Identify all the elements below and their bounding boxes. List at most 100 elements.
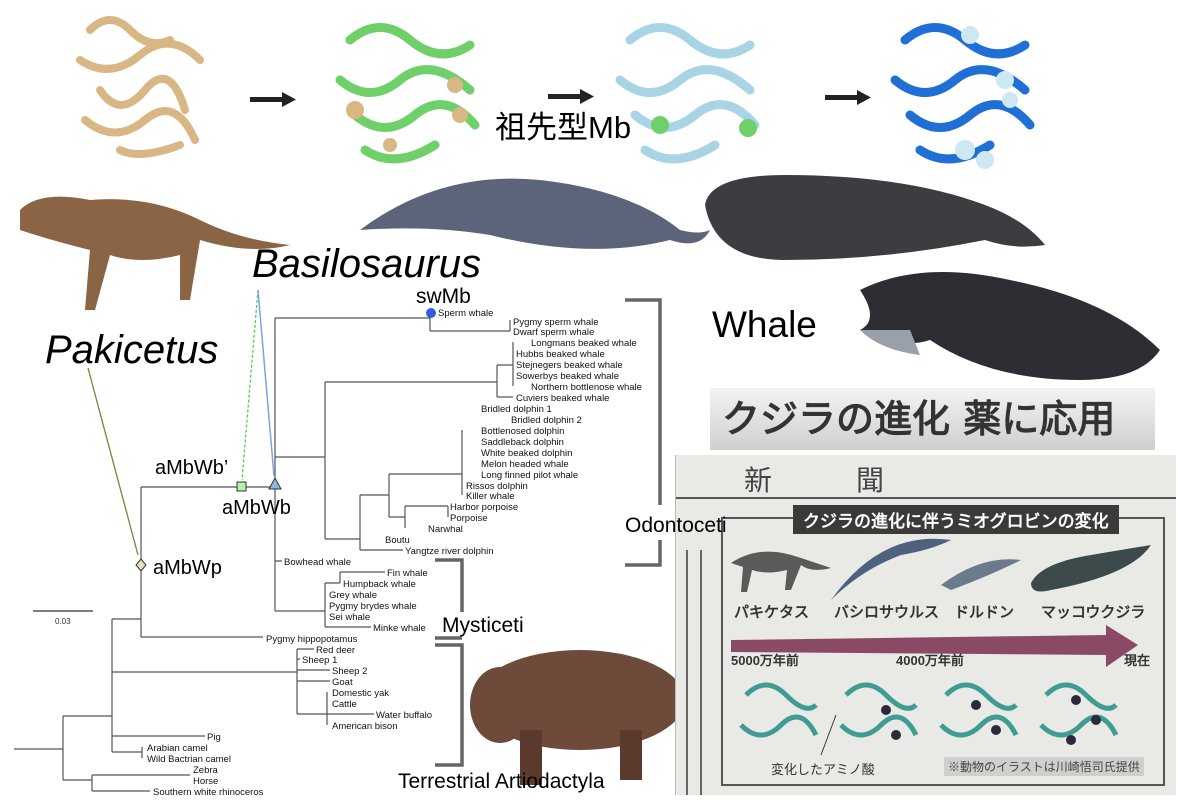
newspaper-clipping: 新 聞 クジラの進化に伴うミオグロビンの変化 パキケタス バシロサウルス ドルド… [675,455,1176,795]
masthead: 新 聞 [676,455,1176,499]
pakicetus-small-icon [731,551,831,592]
ambwb-prime-node-icon [236,481,247,492]
ancestor-arrows [87,289,275,556]
leaf-label: Bottlenosed dolphin [481,426,564,437]
sperm-whale-illustration [705,175,1045,260]
humpback-whale-illustration [860,272,1160,380]
leaf-label: Goat [332,677,353,688]
ambwb-label: aMbWb [222,497,291,519]
amino-acid-label: 変化したアミノ酸 [771,762,875,777]
tree-leaf-labels: Sperm whale Pygmy sperm whale Dwarf sper… [147,308,642,798]
animal-label: マッコウクジラ [1041,604,1146,621]
animal-label: パキケタス [734,604,810,621]
column-rule [686,550,702,795]
hippopotamus-illustration [470,650,685,785]
leaf-label: Porpoise [450,513,488,524]
protein-structure-tan [76,16,204,158]
odontoceti-label: Odontoceti [625,514,727,537]
leaf-label: Zebra [193,765,219,776]
leaf-label: Rissos dolphin [466,481,528,492]
leaf-label: Grey whale [329,590,377,601]
leaf-label: Arabian camel [147,743,208,754]
animal-label: ドルドン [954,604,1015,621]
leaf-label: Stejnegers beaked whale [516,360,623,371]
whale-label: Whale [712,304,817,345]
ambwb-prime-label: aMbWb’ [155,457,229,479]
dorudon-small-icon [941,559,1021,590]
leaf-label: Sowerbys beaked whale [516,371,619,382]
pakicetus-illustration [20,196,290,310]
leaf-label: Red deer [316,645,355,656]
leaf-label: Horse [193,776,218,787]
leaf-label: Humpback whale [343,579,416,590]
leaf-label: Cuviers beaked whale [516,393,609,404]
basilosaurus-illustration [360,178,710,249]
basilosaurus-small-icon [831,538,951,600]
leaf-label: Harbor porpoise [450,502,518,513]
leaf-label: Minke whale [373,623,426,634]
leaf-label: Northern bottlenose whale [531,382,642,393]
leaf-label: Wild Bactrian camel [147,754,231,765]
leaf-label: White beaked dolphin [481,448,572,459]
leaf-label: Hubbs beaked whale [516,349,605,360]
leaf-label: Killer whale [466,491,515,502]
ambwp-label: aMbWp [153,557,222,579]
leaf-label: Cattle [332,699,357,710]
leaf-label: Pig [207,732,221,743]
protein-structure-green [335,23,480,164]
arrow-icon [250,89,871,107]
protein-structure-lightblue [615,23,760,164]
phylogenetic-tree [14,310,514,792]
leaf-label: Pygmy brydes whale [329,601,417,612]
leaf-label: Long finned pilot whale [481,470,578,481]
leaf-label: Bowhead whale [284,557,351,568]
leaf-label: American bison [332,721,397,732]
leaf-label: Domestic yak [332,688,389,699]
terrestrial-artiodactyla-label: Terrestrial Artiodactyla [398,770,605,793]
time-mid-label: 4000万年前 [896,653,964,668]
swmb-label: swMb [416,285,471,308]
clade-brackets [435,298,662,767]
leaf-label: Bridled dolphin 2 [511,415,582,426]
swmb-node-icon [426,308,436,318]
masthead-char: 新 [744,464,773,497]
basilosaurus-label: Basilosaurus [252,242,482,286]
ambwb-node-icon [268,476,282,490]
leaf-label: Longmans beaked whale [531,338,637,349]
time-start-label: 5000万年前 [731,653,799,668]
leaf-label: Pygmy sperm whale [513,317,599,328]
leaf-label: Water buffalo [376,710,432,721]
time-arrow-icon [731,625,1138,667]
leaf-label: Sheep 1 [302,655,337,666]
leaf-label: Dwarf sperm whale [513,327,594,338]
leaf-label: Boutu [385,535,410,546]
leaf-label: Saddleback dolphin [481,437,564,448]
pakicetus-label: Pakicetus [45,328,219,372]
headline-text: クジラの進化 薬に応用 [722,397,1116,441]
figure-title: クジラの進化に伴うミオグロビンの変化 [793,505,1119,534]
leaf-label: Sheep 2 [332,666,367,677]
masthead-char: 聞 [856,464,885,497]
leaf-label: Southern white rhinoceros [153,787,264,798]
credit-label: ※動物のイラストは川崎悟司氏提供 [944,757,1144,776]
ancestral-mb-label: 祖先型Mb [495,110,632,145]
scale-label: 0.03 [55,617,71,626]
myoglobin-structures-icon [739,682,1119,738]
leaf-label: Sei whale [329,612,370,623]
leaf-label: Yangtze river dolphin [405,546,494,557]
figure-illustrations [731,538,1151,756]
leaf-label: Fin whale [387,568,428,579]
animal-label: バシロサウルス [834,604,940,621]
time-end-label: 現在 [1124,653,1151,668]
leaf-label: Pygmy hippopotamus [266,634,358,645]
mysticeti-label: Mysticeti [442,614,524,637]
leaf-label: Bridled dolphin 1 [481,404,552,415]
leaf-label: Melon headed whale [481,459,569,470]
leaf-label: Narwhal [428,524,463,535]
leaf-label: Sperm whale [438,308,493,319]
scale-bar: 0.03 [33,610,93,626]
newspaper-headline: クジラの進化 薬に応用 [710,388,1155,450]
ambwp-node-icon [135,558,147,572]
protein-structure-blue [890,23,1035,169]
